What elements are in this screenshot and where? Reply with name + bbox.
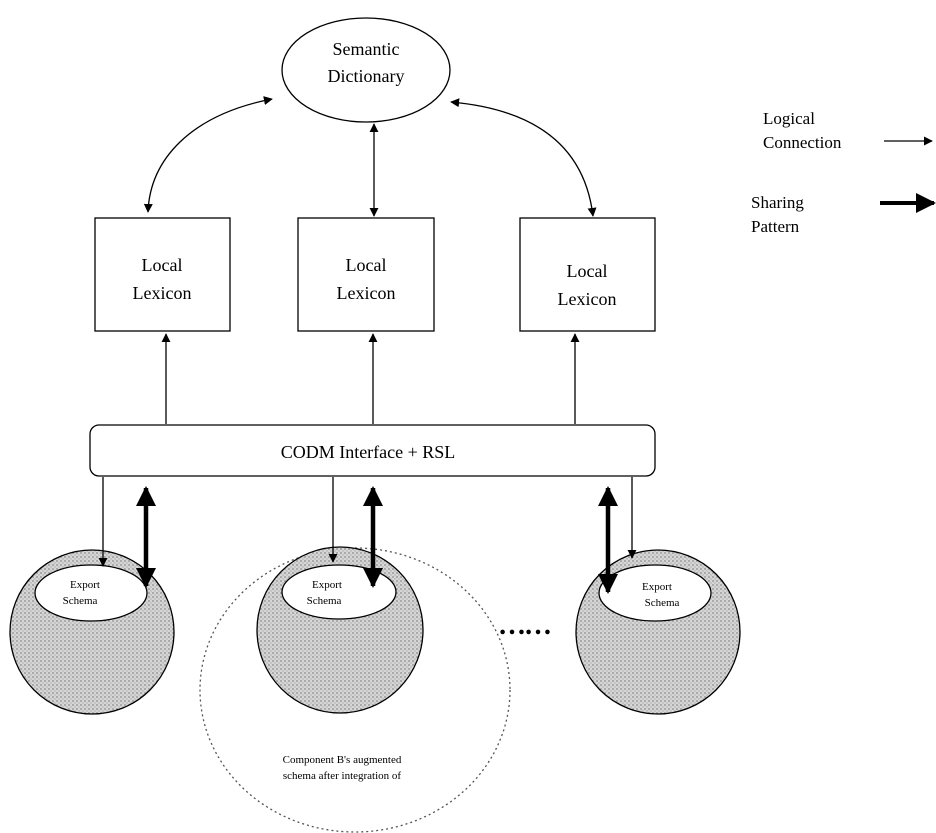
semantic-dictionary-label-1: Semantic — [333, 39, 400, 59]
dictionary-lexicon-1-connection — [143, 96, 273, 213]
legend-sharing-label-1: Sharing — [751, 193, 804, 212]
lexicon-1-label-2: Lexicon — [133, 283, 192, 303]
database-3: Export Schema — [575, 549, 741, 715]
lexicon-3-label-1: Local — [567, 261, 608, 281]
component-note-line-2: schema after integration of — [283, 770, 402, 782]
export-schema-3-label-2: Schema — [645, 597, 680, 609]
local-lexicon-3: Local Lexicon — [519, 217, 656, 332]
dictionary-lexicon-3-connection — [450, 98, 597, 217]
legend-logical-label-1: Logical — [763, 109, 815, 128]
lexicon-2-label-1: Local — [346, 255, 387, 275]
lexicon-2-label-2: Lexicon — [337, 283, 396, 303]
local-lexicon-2: Local Lexicon — [297, 217, 435, 332]
local-lexicon-1: Local Lexicon — [94, 217, 231, 332]
component-b-boundary — [199, 547, 511, 833]
legend-sharing-label-2: Pattern — [751, 217, 800, 236]
export-schema-1-label-1: Export — [70, 579, 100, 591]
database-2: Export Schema — [256, 546, 424, 714]
export-schema-1-label-2: Schema — [63, 595, 98, 607]
legend-logical-label-2: Connection — [763, 133, 842, 152]
more-components-ellipsis: …… — [498, 610, 550, 641]
export-schema-2-label-1: Export — [312, 579, 342, 591]
semantic-dictionary-label-2: Dictionary — [328, 66, 405, 86]
component-note-line-1: Component B's augmented — [283, 754, 402, 766]
legend: Logical Connection Sharing Pattern — [751, 109, 936, 236]
lexicon-3-label-2: Lexicon — [558, 289, 617, 309]
export-schema-2-label-2: Schema — [307, 595, 342, 607]
export-schema-3-label-1: Export — [642, 581, 672, 593]
semantic-dictionary-node: Semantic Dictionary — [281, 17, 451, 123]
codm-interface-bar: CODM Interface + RSL — [89, 424, 656, 477]
codm-interface-label: CODM Interface + RSL — [281, 442, 456, 462]
lexicon-1-label-1: Local — [142, 255, 183, 275]
database-1: Export Schema — [9, 549, 175, 715]
